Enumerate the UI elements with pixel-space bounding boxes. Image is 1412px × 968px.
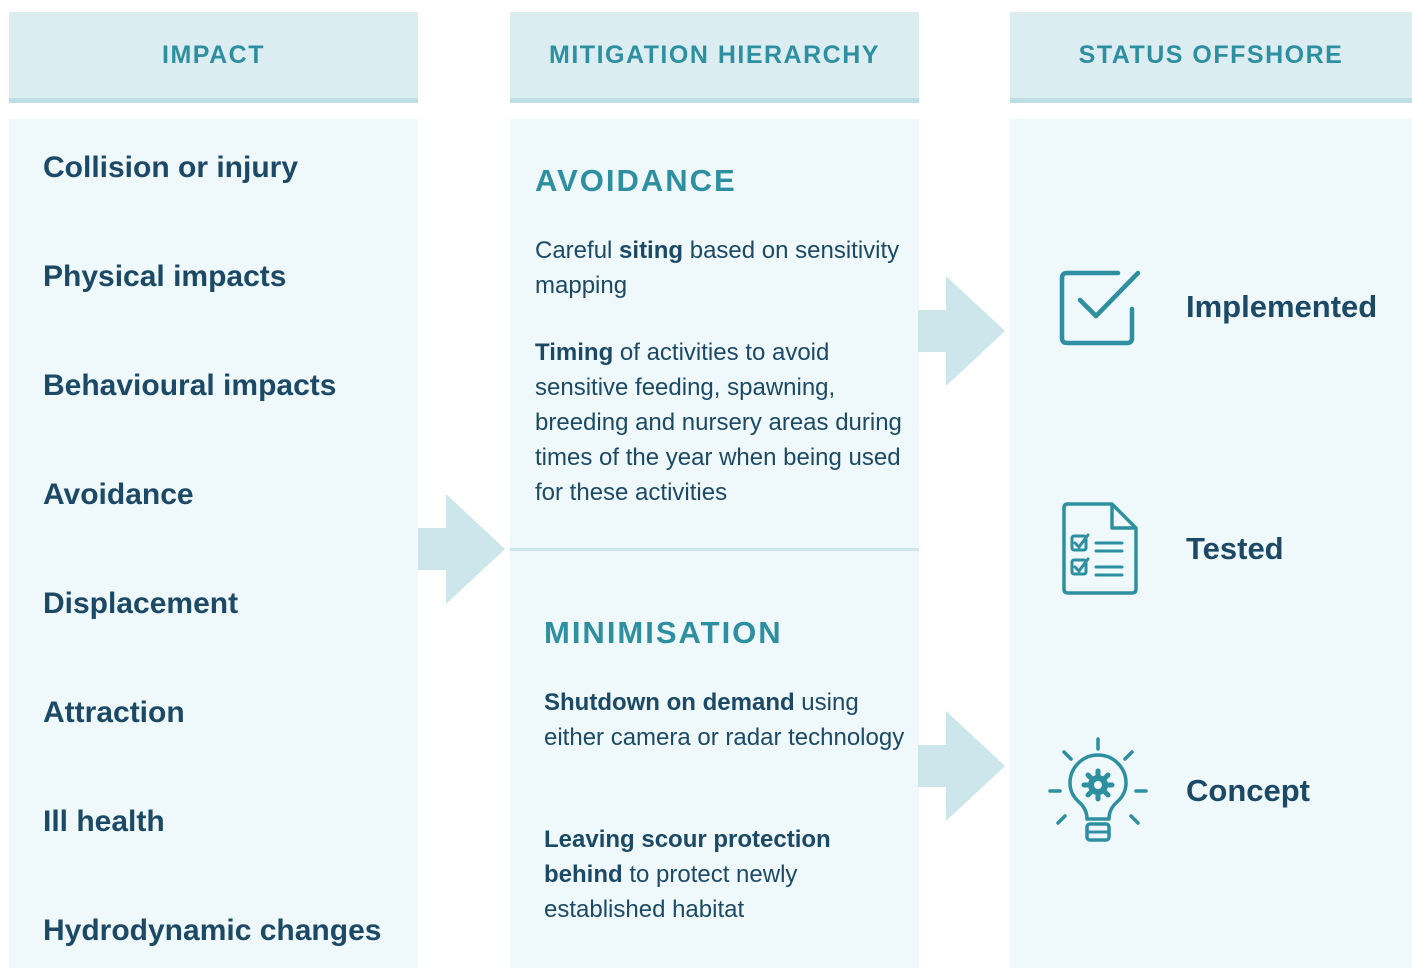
avoidance-timing-text: Timing of activities to avoid sensitive … [535, 339, 902, 506]
arrow-right-icon [418, 494, 505, 604]
minimisation-title: MINIMISATION [544, 615, 783, 650]
mitigation-panel: AVOIDANCE Careful siting based on sensit… [510, 119, 919, 968]
minimisation-shutdown-text: Shutdown on demand using either camera o… [544, 689, 905, 751]
arrow-right-icon [918, 276, 1005, 386]
mitigation-hierarchy-header: MITIGATION HIERARCHY [510, 12, 919, 103]
impact-item: Behavioural impacts [43, 369, 337, 402]
impact-header: IMPACT [9, 12, 418, 103]
checkbox-icon [1059, 270, 1141, 346]
impact-item: Hydrodynamic changes [43, 914, 382, 947]
impact-item: Attraction [43, 696, 185, 729]
arrow-right-icon [918, 711, 1005, 821]
avoidance-siting-text: Careful siting based on sensitivity mapp… [535, 237, 900, 299]
status-offshore-header: STATUS OFFSHORE [1010, 12, 1412, 103]
impact-item: Displacement [43, 587, 239, 620]
status-tested-label: Tested [1186, 531, 1284, 566]
impact-item: Physical impacts [43, 260, 287, 293]
checklist-document-icon [1062, 502, 1138, 595]
impact-panel: Collision or injury Physical impacts Beh… [9, 119, 418, 968]
lightbulb-gear-icon [1048, 737, 1148, 842]
impact-item: Collision or injury [43, 151, 299, 184]
status-implemented-label: Implemented [1186, 289, 1378, 324]
minimisation-scour-text: Leaving scour protection behind to prote… [544, 826, 831, 923]
avoidance-title: AVOIDANCE [535, 163, 737, 198]
status-concept-label: Concept [1186, 773, 1310, 808]
impact-item: Avoidance [43, 478, 194, 511]
section-divider [510, 548, 919, 551]
status-panel: Implemented Tested Concept [1010, 119, 1412, 968]
impact-item: Ill health [43, 805, 165, 838]
